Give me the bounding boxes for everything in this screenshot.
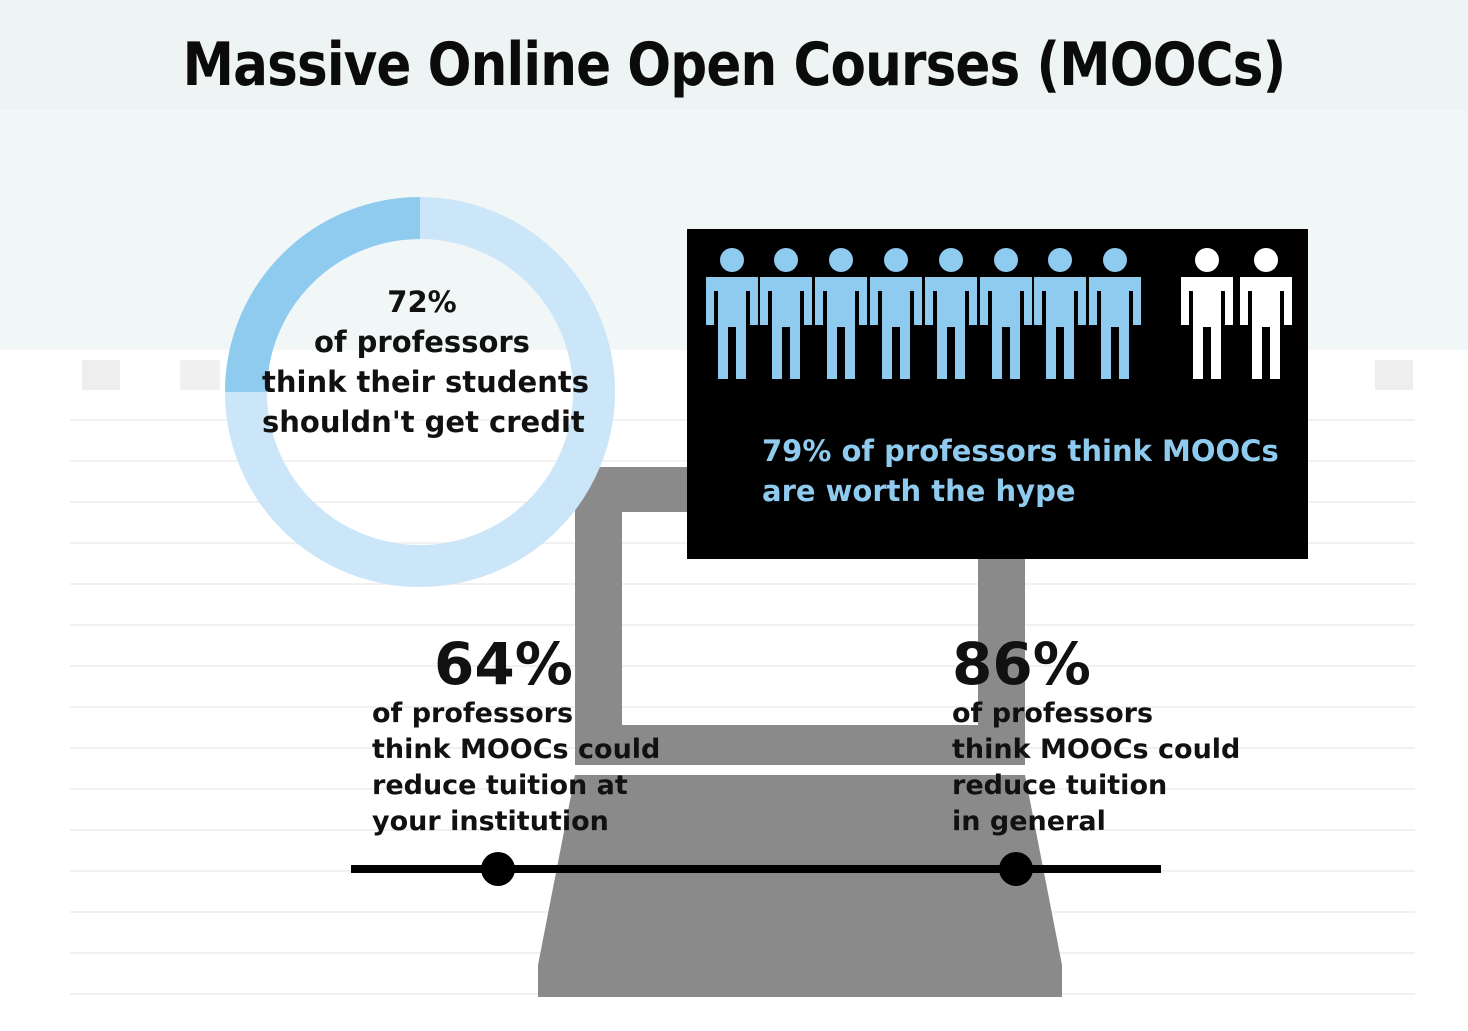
stat-institution: 64% of professors think MOOCs could redu… <box>372 632 660 840</box>
stat-institution-line-3: reduce tuition at <box>372 770 628 801</box>
stat-general-line-3: reduce tuition <box>952 770 1168 801</box>
stat-general-line-4: in general <box>952 806 1106 837</box>
stat-general-line-1: of professors <box>952 698 1154 729</box>
donut-line-3: shouldn't get credit <box>262 405 585 439</box>
scale-point-institution <box>481 852 515 886</box>
donut-highlight-arc <box>225 197 421 393</box>
stat-institution-line-4: your institution <box>372 806 609 837</box>
person-icon <box>980 248 1032 379</box>
person-icon <box>1240 248 1292 379</box>
donut-label: 72% of professors think their students s… <box>262 282 589 442</box>
people-pictogram <box>706 248 1292 379</box>
stat-general-value: 86% <box>952 630 1091 698</box>
hype-line-1: 79% of professors think MOOCs <box>762 434 1279 468</box>
donut-value: 72% <box>387 285 457 319</box>
page-title: Massive Online Open Courses (MOOCs) <box>182 30 1287 100</box>
header-band <box>0 0 1468 110</box>
hype-panel <box>687 229 1308 559</box>
person-icon <box>1089 248 1141 379</box>
credit-donut-chart <box>225 197 615 587</box>
scale-point-general <box>999 852 1033 886</box>
person-icon <box>706 248 758 379</box>
computer-keyboard <box>538 775 1062 997</box>
stat-institution-line-1: of professors <box>372 698 574 729</box>
bg-block-left <box>82 360 120 390</box>
hype-line-2: are worth the hype <box>762 474 1076 508</box>
tuition-scale-points <box>481 852 1033 886</box>
bg-block-right <box>1375 360 1413 390</box>
stat-institution-line-2: think MOOCs could <box>372 734 661 765</box>
person-icon <box>815 248 867 379</box>
hype-label: 79% of professors think MOOCs are worth … <box>762 431 1282 511</box>
stat-general: 86% of professors think MOOCs could redu… <box>952 632 1240 840</box>
person-icon <box>1034 248 1086 379</box>
person-icon <box>1181 248 1233 379</box>
person-icon <box>870 248 922 379</box>
stat-institution-value: 64% <box>434 630 573 698</box>
person-icon <box>760 248 812 379</box>
person-icon <box>925 248 977 379</box>
bg-block-left-2 <box>180 360 220 390</box>
donut-line-2: think their students <box>262 365 589 399</box>
stat-general-line-2: think MOOCs could <box>952 734 1241 765</box>
donut-line-1: of professors <box>314 325 530 359</box>
